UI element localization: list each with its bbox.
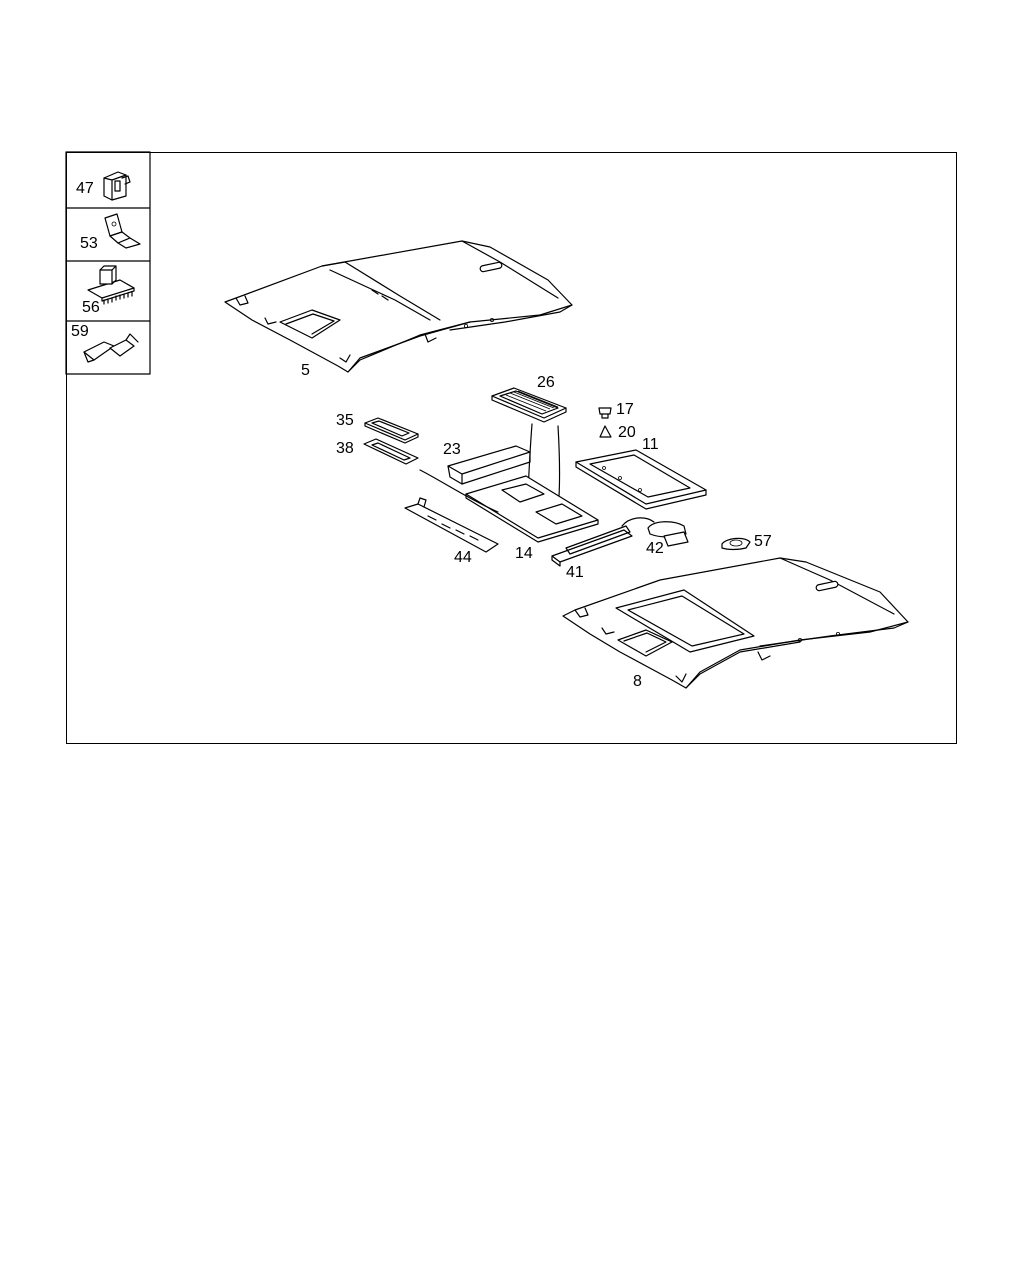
cover-57 bbox=[721, 537, 751, 551]
legend-label-53: 53 bbox=[80, 235, 98, 252]
legend-item-56: 56 bbox=[82, 265, 135, 316]
callout-35: 35 bbox=[336, 412, 354, 429]
bar-35 bbox=[364, 417, 419, 444]
headliner-5 bbox=[224, 240, 573, 373]
cable-14 bbox=[419, 469, 499, 513]
callout-26: 26 bbox=[537, 374, 555, 391]
rail-41 bbox=[551, 525, 633, 567]
callout-57: 57 bbox=[754, 533, 772, 550]
bracket-icon bbox=[104, 213, 141, 249]
callout-17: 17 bbox=[616, 401, 634, 418]
callout-41: 41 bbox=[566, 564, 584, 581]
grille-26 bbox=[491, 387, 567, 423]
callout-23: 23 bbox=[443, 441, 461, 458]
fastener-strip-icon bbox=[87, 265, 135, 305]
legend-label-47: 47 bbox=[76, 180, 94, 197]
headliner-8 bbox=[562, 557, 909, 689]
clip-icon bbox=[103, 171, 131, 201]
legend-box bbox=[65, 151, 151, 375]
callout-14: 14 bbox=[515, 545, 533, 562]
trim-23 bbox=[447, 445, 531, 485]
lamp-42 bbox=[621, 517, 689, 547]
callout-5: 5 bbox=[301, 362, 310, 379]
rail-44 bbox=[404, 497, 499, 553]
diagram-frame bbox=[66, 152, 957, 744]
legend-item-59: 59 bbox=[71, 323, 139, 363]
bar-38 bbox=[363, 438, 419, 465]
frame-11 bbox=[575, 449, 707, 510]
legend-label-59: 59 bbox=[71, 323, 89, 340]
callout-11: 11 bbox=[642, 436, 659, 453]
clip-17 bbox=[598, 407, 612, 419]
panel-14 bbox=[465, 475, 599, 543]
wedge-clip-icon bbox=[83, 333, 139, 363]
callout-8: 8 bbox=[633, 673, 642, 690]
callout-20: 20 bbox=[618, 424, 636, 441]
callout-44: 44 bbox=[454, 549, 472, 566]
legend-label-56: 56 bbox=[82, 299, 100, 316]
legend-item-53: 53 bbox=[80, 213, 141, 252]
legend-item-47: 47 bbox=[76, 171, 131, 201]
callout-42: 42 bbox=[646, 540, 664, 557]
clip-20 bbox=[599, 425, 612, 438]
callout-38: 38 bbox=[336, 440, 354, 457]
